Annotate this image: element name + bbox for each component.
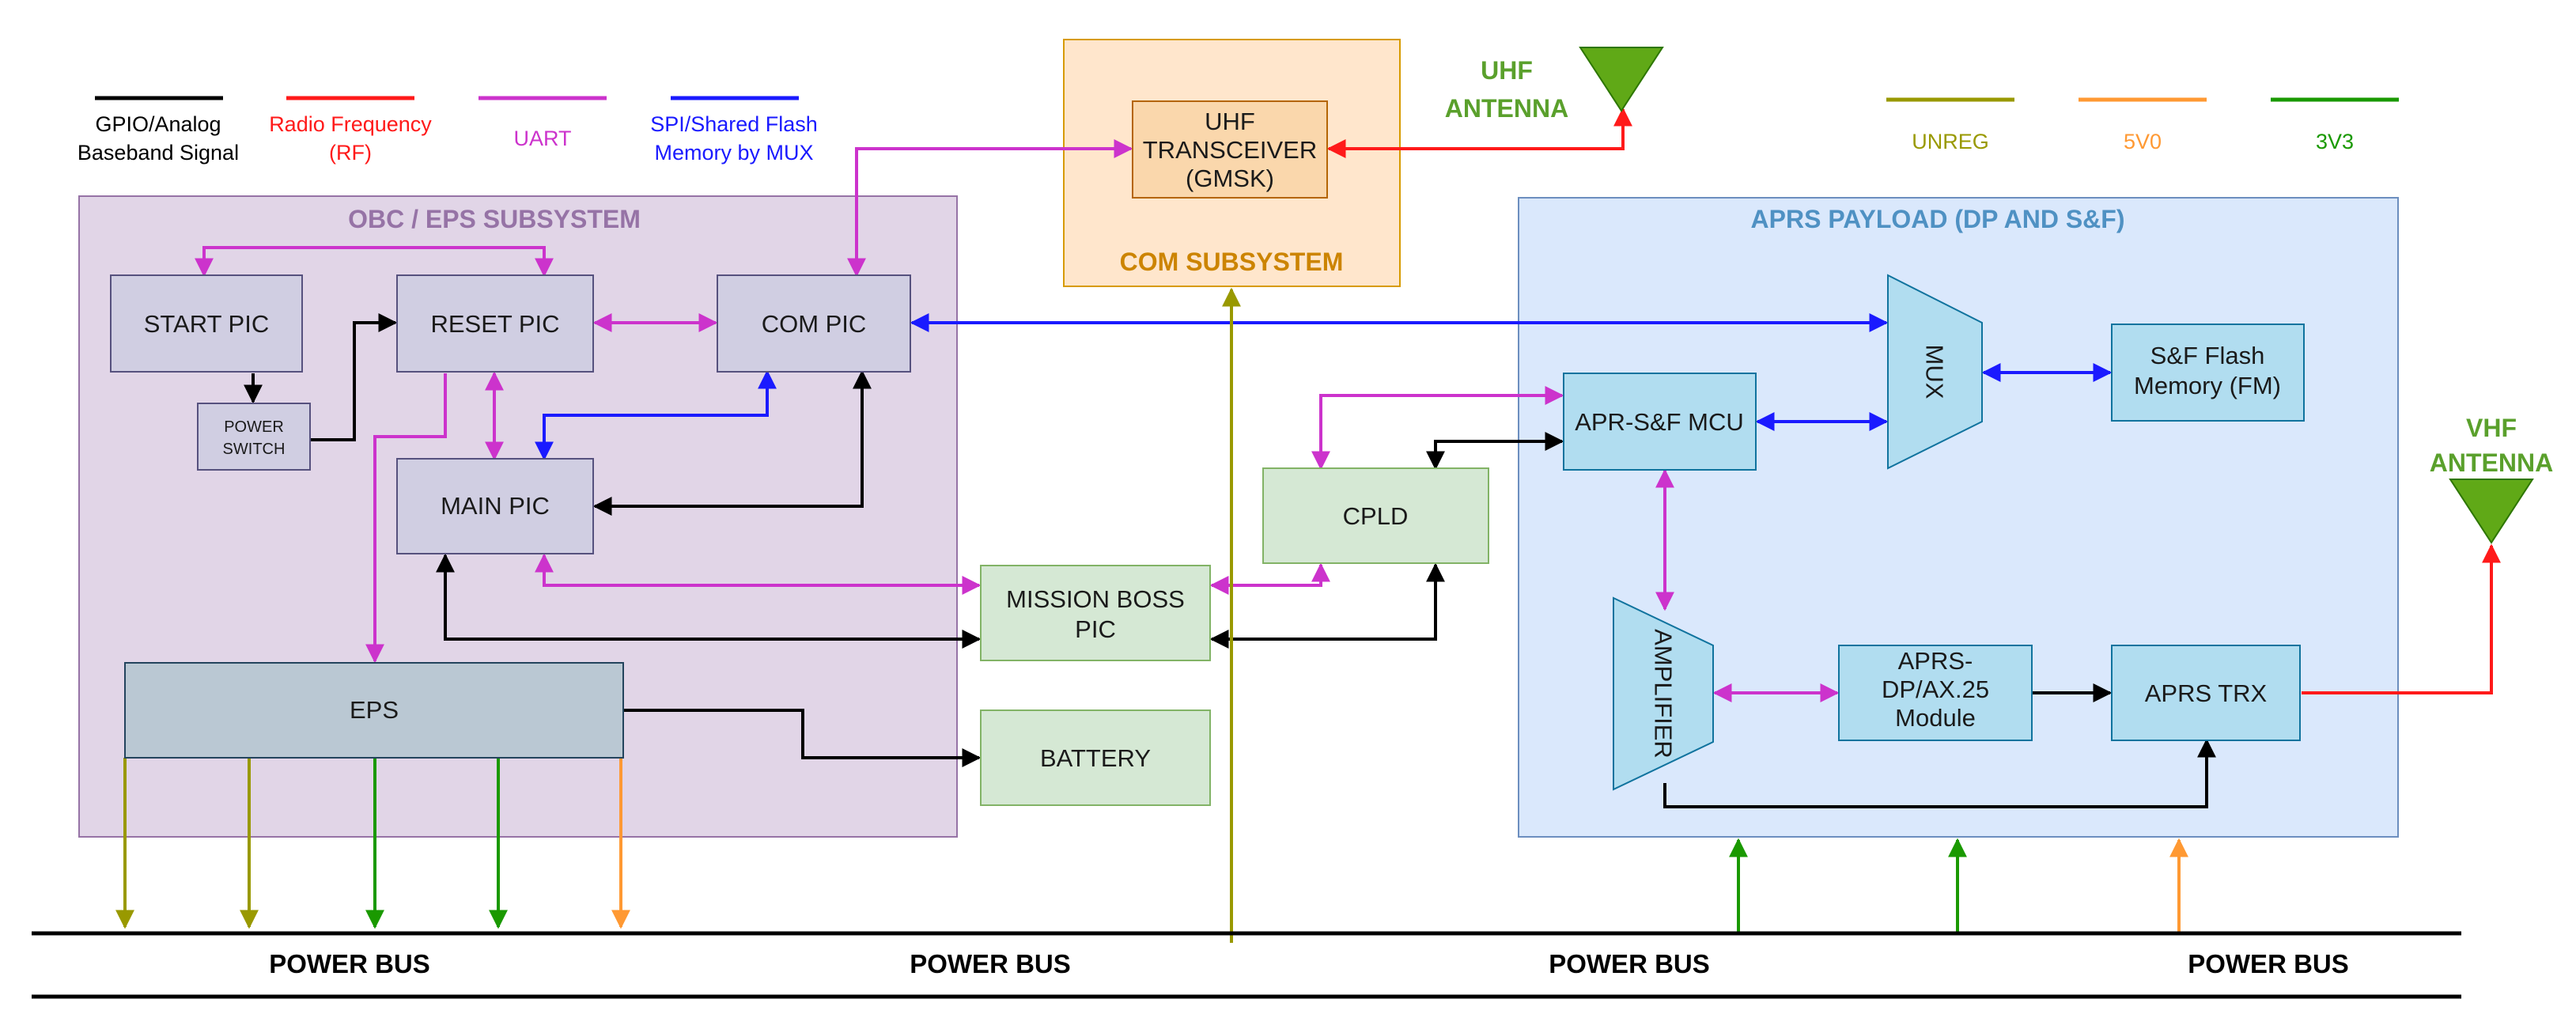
power-switch-label-1: POWER [224, 418, 284, 436]
block-main-pic[interactable]: MAIN PIC [396, 458, 594, 554]
legend-label-rf-1: Radio Frequency [269, 112, 432, 136]
legend-label-uart: UART [513, 127, 571, 150]
uart-reset-eps [365, 373, 447, 664]
uart-start-reset [195, 246, 554, 278]
gpio-cpld-mcu [1426, 432, 1564, 471]
block-amplifier[interactable]: AMPLIFIER [1613, 596, 1714, 791]
uhf-antenna-label-1: UHF [1481, 56, 1533, 85]
start-pic-label: START PIC [144, 310, 269, 338]
block-aprs-trx[interactable]: APRS TRX [2111, 645, 2301, 741]
eps-label: EPS [350, 696, 399, 724]
block-sf-flash-memory[interactable]: S&F Flash Memory (FM) [2111, 324, 2305, 422]
power-switch-label-2: SWITCH [223, 441, 286, 458]
uhf-label-1: UHF [1205, 108, 1255, 135]
uart-mission-cpld [1209, 562, 1330, 595]
block-mux[interactable]: MUX [1887, 274, 1983, 470]
amplifier-label: AMPLIFIER [1650, 629, 1678, 759]
block-mission-boss-pic[interactable]: MISSION BOSS PIC [980, 565, 1211, 661]
mission-boss-label-1: MISSION BOSS [1006, 585, 1185, 613]
rf-trx-vhf-antenna [2302, 543, 2501, 694]
vhf-antenna-icon [2449, 479, 2534, 544]
com-pic-label: COM PIC [762, 310, 867, 338]
gpio-com-main [592, 369, 872, 516]
vhf-antenna: VHF ANTENNA [2430, 414, 2553, 544]
apr-mcu-label: APR-S&F MCU [1575, 408, 1744, 436]
legend-label-3v3: 3V3 [2316, 130, 2354, 153]
gpio-switch-reset [310, 313, 398, 441]
legend-label-rf-2: (RF) [329, 141, 372, 165]
uart-cpld-mcu [1311, 386, 1564, 471]
vhf-antenna-label-2: ANTENNA [2430, 448, 2553, 477]
block-cpld[interactable]: CPLD [1262, 467, 1489, 564]
flash-label-1: S&F Flash [2150, 342, 2265, 369]
power-bus: POWER BUS POWER BUS POWER BUS POWER BUS [32, 931, 2461, 999]
block-start-pic[interactable]: START PIC [110, 274, 303, 373]
uhf-antenna-icon [1579, 47, 1664, 112]
legend-signal-types: GPIO/Analog Baseband Signal Radio Freque… [78, 96, 818, 165]
dp-label-1: APRS- [1898, 647, 1973, 675]
gpio-eps-battery [623, 709, 982, 767]
power-bus-label-1: POWER BUS [269, 949, 430, 978]
uart-com-uhf [847, 139, 1133, 278]
mission-boss-label-2: PIC [1075, 615, 1116, 643]
power-bus-label-2: POWER BUS [910, 949, 1071, 978]
com-title: COM SUBSYSTEM [1120, 248, 1344, 276]
flash-label-2: Memory (FM) [2134, 372, 2281, 399]
block-eps[interactable]: EPS [124, 662, 624, 759]
legend-label-spi-1: SPI/Shared Flash [650, 112, 818, 136]
rf-uhf-antenna [1326, 107, 1632, 158]
uhf-antenna: UHF ANTENNA [1445, 47, 1664, 123]
aprs-title: APRS PAYLOAD (DP AND S&F) [1751, 205, 2125, 233]
legend-power-rails: UNREG 5V0 3V3 [1886, 97, 2399, 153]
block-uhf-transceiver[interactable]: UHF TRANSCEIVER (GMSK) [1132, 100, 1328, 199]
block-power-switch[interactable]: POWER SWITCH [197, 403, 311, 471]
gpio-amp-trx [1663, 738, 2216, 808]
legend-label-gpio-1: GPIO/Analog [95, 112, 221, 136]
obc-eps-title: OBC / EPS SUBSYSTEM [348, 205, 641, 233]
battery-label: BATTERY [1040, 744, 1151, 772]
mux-label: MUX [1921, 345, 1949, 399]
uhf-label-2: TRANSCEIVER [1143, 136, 1317, 164]
power-bus-label-3: POWER BUS [1549, 949, 1710, 978]
reset-pic-label: RESET PIC [430, 310, 559, 338]
block-battery[interactable]: BATTERY [980, 709, 1211, 806]
power-bus-label-4: POWER BUS [2188, 949, 2349, 978]
legend-label-unreg: UNREG [1912, 130, 1989, 153]
block-reset-pic[interactable]: RESET PIC [396, 274, 594, 373]
legend-label-gpio-2: Baseband Signal [78, 141, 239, 165]
gpio-main-mission [436, 553, 982, 649]
uhf-label-3: (GMSK) [1186, 165, 1274, 192]
main-pic-label: MAIN PIC [441, 492, 550, 520]
legend-label-spi-2: Memory by MUX [654, 141, 813, 165]
dp-label-3: Module [1895, 704, 1976, 732]
vhf-antenna-label-1: VHF [2466, 414, 2517, 442]
legend-label-5v0: 5V0 [2124, 130, 2162, 153]
aprs-trx-label: APRS TRX [2145, 679, 2268, 707]
block-aprs-dp-module[interactable]: APRS- DP/AX.25 Module [1838, 645, 2033, 741]
block-apr-sf-mcu[interactable]: APR-S&F MCU [1563, 373, 1757, 471]
uhf-antenna-label-2: ANTENNA [1445, 94, 1568, 123]
block-com-pic[interactable]: COM PIC [717, 274, 911, 373]
cpld-label: CPLD [1343, 502, 1409, 530]
gpio-mission-cpld [1209, 562, 1445, 649]
connections [115, 107, 2501, 943]
dp-label-2: DP/AX.25 [1882, 675, 1989, 703]
